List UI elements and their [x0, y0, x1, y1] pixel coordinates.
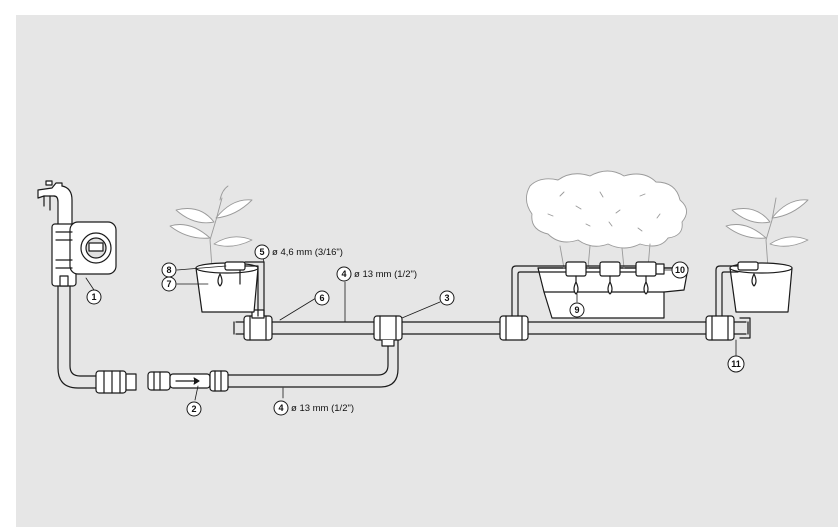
tap-icon [37, 180, 73, 227]
main-pipe-bottom [227, 335, 399, 388]
leader-lines [85, 253, 737, 401]
t-connector-end-icon [705, 315, 735, 341]
callout-10: 10 [671, 261, 689, 279]
callout-1: 1 [86, 289, 102, 305]
callout-8: 8 [161, 262, 177, 278]
water-computer-icon [51, 221, 117, 287]
plant-right-icon [725, 197, 809, 269]
svg-text:1: 1 [91, 292, 96, 302]
svg-text:2: 2 [191, 404, 196, 414]
distributor-rail [511, 265, 665, 317]
drippers-box-icon [565, 261, 665, 295]
callouts: 1 2 3 4 4 5 6 [86, 244, 745, 417]
callout-9: 9 [569, 302, 585, 318]
svg-text:10: 10 [675, 265, 685, 275]
hose-connector-icon [95, 370, 137, 394]
svg-text:4: 4 [341, 269, 346, 279]
end-plug-icon [739, 317, 751, 339]
callout-4-top: 4 [336, 266, 352, 282]
main-pipe-bottom-label: ø 13 mm (1/2") [291, 403, 354, 414]
main-pipe-top-label: ø 13 mm (1/2") [354, 269, 417, 280]
svg-text:7: 7 [166, 279, 171, 289]
micro-tube-right [715, 265, 739, 317]
drip-head-right-icon [737, 261, 759, 287]
t-connector-3-icon [373, 315, 403, 347]
supply-hose [57, 285, 97, 389]
diagram-background [16, 15, 838, 527]
svg-text:5: 5 [259, 247, 264, 257]
callout-7: 7 [161, 276, 177, 292]
plant-left-icon [169, 185, 253, 269]
pressure-reducer-icon [147, 370, 229, 392]
drip-head-left-icon [217, 261, 246, 287]
shrub-icon [526, 170, 687, 269]
callout-2: 2 [186, 401, 202, 417]
svg-text:8: 8 [166, 265, 171, 275]
t-connector-box-icon [499, 315, 529, 341]
main-pipe [233, 321, 749, 335]
callout-4-bottom: 4 [273, 400, 289, 416]
callout-11: 11 [727, 355, 745, 373]
svg-text:4: 4 [278, 403, 283, 413]
callout-5: 5 [254, 244, 270, 260]
callout-6: 6 [314, 290, 330, 306]
dimension-labels: ø 4,6 mm (3/16") ø 13 mm (1/2") ø 13 mm … [272, 247, 417, 414]
callout-3: 3 [439, 290, 455, 306]
svg-text:11: 11 [731, 359, 741, 369]
svg-text:3: 3 [444, 293, 449, 303]
small-pipe-label: ø 4,6 mm (3/16") [272, 247, 343, 258]
svg-text:9: 9 [574, 305, 579, 315]
svg-text:6: 6 [319, 293, 324, 303]
